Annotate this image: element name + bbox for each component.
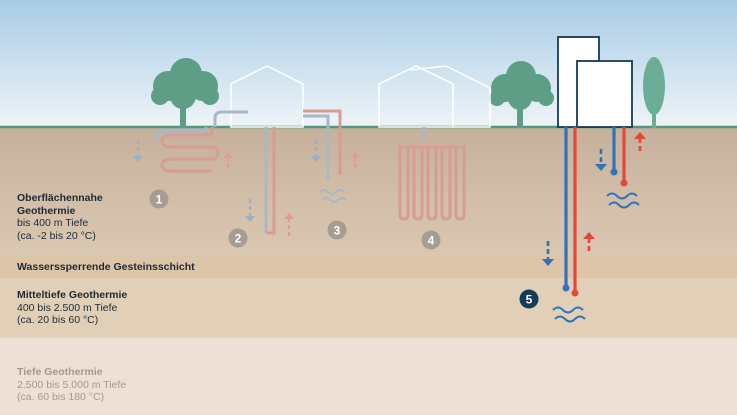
medium-depth: 400 bis 2.500 m Tiefe (17, 301, 118, 314)
surface-temp: (ca. -2 bis 20 °C) (17, 229, 96, 242)
arrow-down-icon (136, 140, 318, 217)
borehole-probe (264, 127, 276, 235)
svg-text:1: 1 (156, 193, 163, 207)
tree-icon (489, 61, 554, 128)
barrier-title: Wasserssperrende Gesteinsschicht (17, 261, 195, 273)
cypress-icon (643, 57, 665, 128)
tree-icon (151, 58, 219, 128)
medium-layer (0, 278, 737, 338)
marker-3: 3 (327, 220, 347, 240)
arrow-up-icon (226, 157, 357, 236)
surface-title-line1: Oberflächennahe (17, 192, 103, 204)
pipe-end (562, 284, 570, 292)
arrow-down-head (542, 259, 554, 266)
barrier-layer (0, 256, 737, 278)
surface-depth: bis 400 m Tiefe (17, 217, 89, 229)
marker-2: 2 (228, 228, 248, 248)
arrow-down-icon (546, 149, 603, 260)
arrow-up-icon (587, 138, 642, 253)
deep-temp: (ca. 60 bis 180 °C) (17, 391, 105, 403)
pipe-end (620, 179, 628, 187)
arrow-up-head (634, 132, 646, 139)
svg-text:5: 5 (526, 293, 533, 307)
surface-layer (0, 127, 737, 256)
svg-text:2: 2 (235, 232, 242, 246)
house-icon (230, 65, 304, 128)
surface-title-line2: Geothermie (17, 204, 76, 217)
barrier-layer-label: Wasserssperrende Gesteinsschicht (17, 261, 195, 274)
arrow-up-heads (223, 152, 360, 219)
marker-4: 4 (421, 230, 441, 250)
deep-layer (0, 338, 737, 415)
surface-layer-label: Oberflächennahe Geothermie bis 400 m Tie… (17, 192, 103, 242)
water-waves-icon (552, 192, 640, 323)
double-house-icon (378, 65, 491, 128)
groundwater-wells (303, 109, 342, 180)
pipe-end (610, 168, 618, 176)
deep-layer-label: Tiefe Geothermie 2.500 bis 5.000 m Tiefe… (17, 366, 126, 404)
collector-pipes (154, 110, 248, 173)
arrow-down-head (595, 164, 607, 171)
arrow-up-head (583, 232, 595, 239)
doublet-pipes (564, 127, 626, 293)
marker-1: 1 (149, 189, 169, 209)
svg-text:3: 3 (334, 224, 341, 238)
deep-depth: 2.500 bis 5.000 m Tiefe (17, 378, 127, 391)
building-icon (557, 36, 633, 128)
marker-5: 5 (519, 289, 539, 309)
arrow-down-heads (133, 156, 321, 222)
water-waves-icon (319, 189, 347, 203)
deep-title: Tiefe Geothermie (17, 366, 103, 378)
pipe-end (571, 289, 579, 297)
svg-text:4: 4 (428, 234, 435, 248)
medium-title: Mitteltiefe Geothermie (17, 289, 128, 301)
medium-temp: (ca. 20 bis 60 °C) (17, 314, 99, 326)
energy-piles (398, 127, 466, 221)
medium-layer-label: Mitteltiefe Geothermie 400 bis 2.500 m T… (17, 289, 127, 327)
